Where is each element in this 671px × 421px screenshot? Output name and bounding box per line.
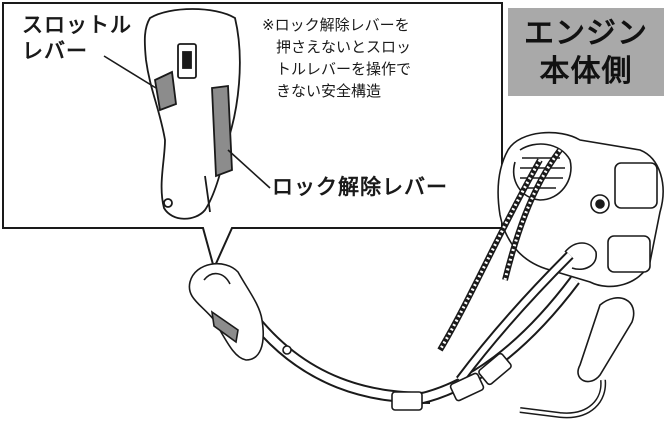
lock-release-label-text: ロック解除レバー (272, 175, 448, 199)
engine-badge-line-2: 本体側 (539, 54, 633, 89)
safety-note-line-3: トルレバーを操作で (276, 60, 412, 78)
lock-release-lever-label: ロック解除レバー (272, 174, 448, 200)
callout-box (2, 2, 503, 271)
engine-badge-line-1: エンジン (524, 16, 648, 51)
throttle-label-line-2: レバー (22, 39, 88, 63)
throttle-lever-label: スロットル レバー (22, 12, 132, 64)
engine-side-badge: エンジン 本体側 (508, 8, 664, 96)
brushcutter-drawing (188, 263, 292, 361)
safety-note-line-2: 押さえないとスロッ (276, 38, 412, 56)
throttle-leader-line (103, 55, 157, 89)
loop-handle-drawing (519, 297, 635, 419)
lock-leader-line (227, 149, 271, 189)
engine-drawing (497, 131, 664, 288)
safety-note: ※ロック解除レバーを 押さえないとスロッ トルレバーを操作で きない安全構造 (262, 14, 411, 102)
safety-note-line-1: ※ロック解除レバーを (262, 16, 410, 34)
throttle-grip-drawing (143, 8, 241, 220)
throttle-label-line-1: スロットル (22, 13, 132, 37)
safety-note-line-4: きない安全構造 (276, 82, 382, 100)
